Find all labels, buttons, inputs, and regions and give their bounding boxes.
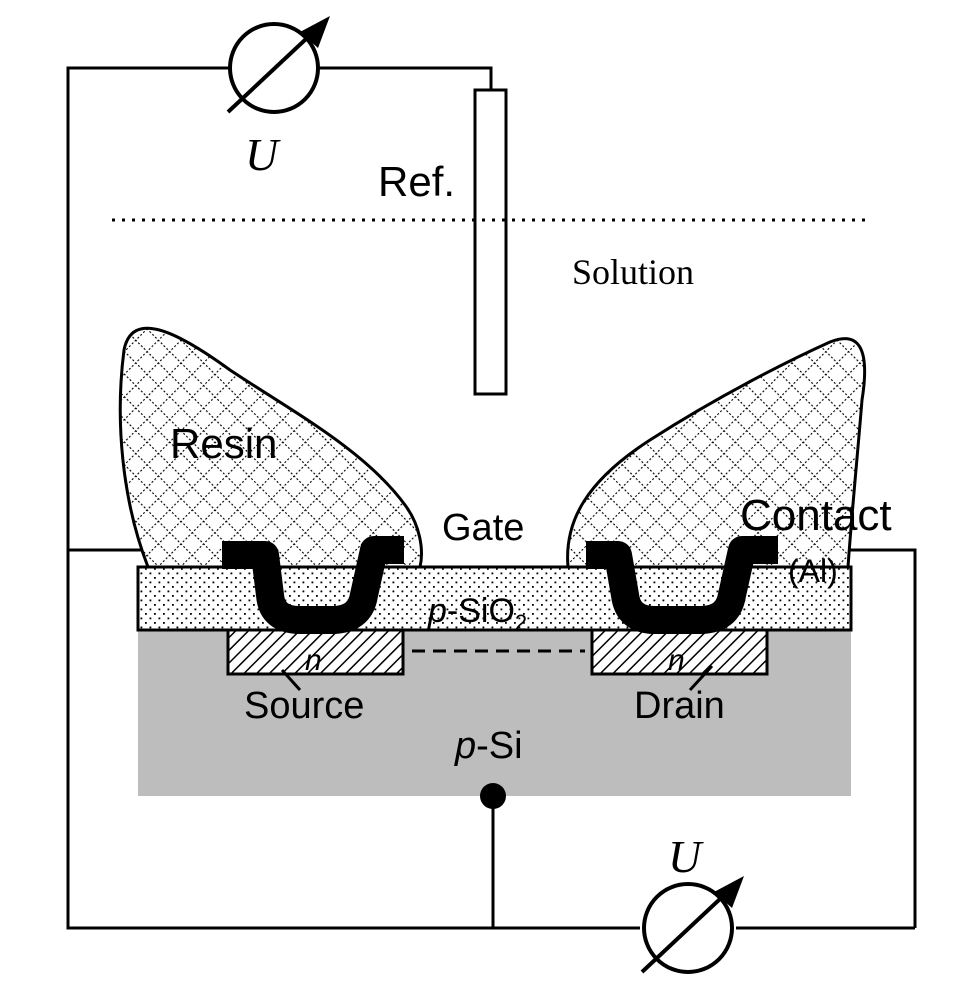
- voltage-label-bottom: U: [668, 831, 704, 882]
- source-label: Source: [244, 685, 364, 727]
- resin-label: Resin: [170, 420, 277, 467]
- source-contact-metal: [222, 536, 404, 634]
- resin-right: [566, 337, 867, 569]
- substrate-contact-node: [480, 783, 506, 809]
- substrate-label: p-Si: [454, 725, 523, 767]
- contact-label: Contact: [740, 491, 892, 540]
- voltmeter-top: [226, 16, 330, 114]
- resin-left: [118, 326, 423, 569]
- gate-label: Gate: [442, 507, 524, 549]
- contact-material-label: (Al): [788, 553, 838, 589]
- source-doping-label: n: [305, 644, 322, 677]
- top-right-wire: [318, 66, 493, 90]
- drain-contact-metal: [586, 536, 778, 634]
- voltage-label-top: U: [245, 129, 281, 180]
- drain-region: [590, 628, 769, 676]
- drain-label: Drain: [634, 685, 725, 727]
- voltmeter-bottom: [640, 876, 744, 974]
- source-region: [226, 628, 405, 676]
- solution-label: Solution: [572, 252, 694, 292]
- drain-doping-label: n: [668, 644, 685, 677]
- source-pointer: [280, 668, 302, 692]
- reference-electrode: [473, 88, 508, 396]
- top-left-wire: [66, 66, 640, 930]
- reference-label: Ref.: [378, 158, 455, 205]
- oxide-label: p-SiO2: [427, 592, 527, 635]
- drain-pointer: [688, 664, 714, 692]
